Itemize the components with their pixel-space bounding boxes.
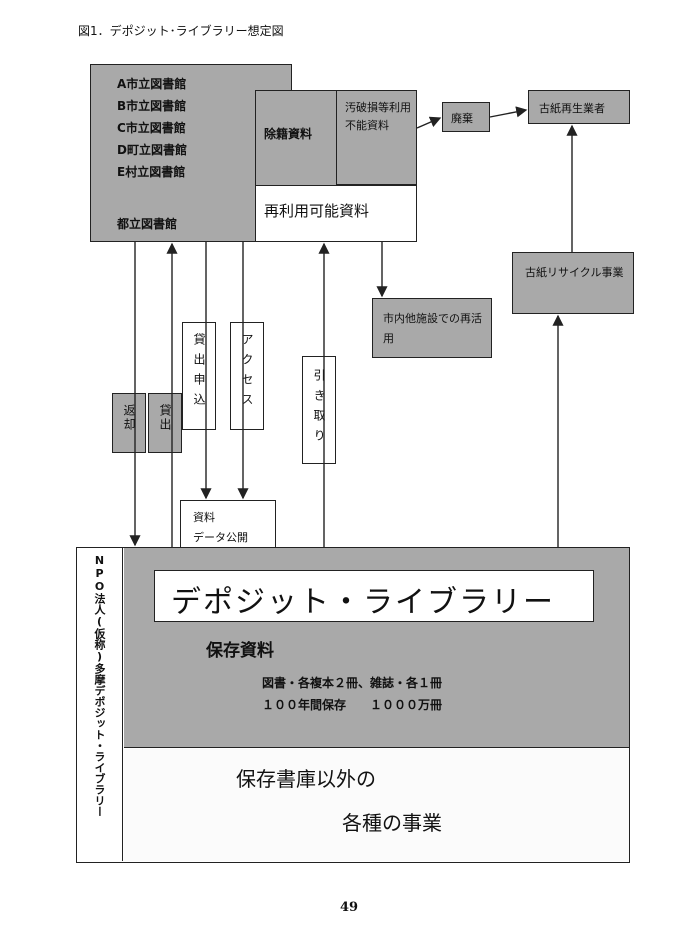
reuse-label: 市内他施設での再活用 — [383, 312, 482, 345]
metro-library: 都立図書館 — [117, 217, 178, 231]
reusable-box: 再利用可能資料 — [256, 185, 416, 241]
library-item: B市立図書館 — [117, 99, 187, 113]
recycler-label: 古紙再生業者 — [539, 102, 605, 115]
loan-request-box: 貸出申込 — [182, 322, 216, 430]
recycler-box: 古紙再生業者 — [528, 90, 630, 124]
other-projects-line2: 各種の事業 — [342, 811, 442, 835]
reuse-box: 市内他施設での再活用 — [372, 298, 492, 358]
damaged-box: 汚破損等利用不能資料 — [336, 91, 416, 185]
data-line2: データ公開 — [193, 531, 248, 544]
npo-box: NPO法人(仮称)多摩デポジット・ライブラリー デポジット・ライブラリー 保存資… — [76, 547, 630, 863]
npo-org-label: NPO法人(仮称)多摩デポジット・ライブラリー — [93, 554, 106, 817]
arrow-disposal-to-recycler — [489, 106, 528, 118]
storage-detail1: 図書・各複本２冊、雑誌・各１冊 — [262, 676, 443, 690]
storage-detail2: １００年間保存 １０００万冊 — [262, 698, 443, 712]
data-publication-box: 資料 データ公開 — [180, 500, 276, 552]
pickup-box: 引き取り — [302, 356, 336, 464]
deposit-title: デポジット・ライブラリー — [171, 585, 555, 620]
library-item: C市立図書館 — [117, 121, 186, 135]
disposal-box: 廃棄 — [442, 102, 490, 132]
pickup-label: 引き取り — [312, 369, 326, 449]
library-item: D町立図書館 — [117, 143, 187, 157]
damaged-label: 汚破損等利用不能資料 — [345, 101, 411, 132]
removal-box: 除籍資料 汚破損等利用不能資料 再利用可能資料 — [255, 90, 417, 242]
recycle-project-label: 古紙リサイクル事業 — [525, 266, 624, 279]
removal-label: 除籍資料 — [264, 127, 313, 141]
arrow-damaged-to-disposal — [416, 116, 442, 129]
reusable-label: 再利用可能資料 — [264, 202, 370, 220]
other-projects-section: 保存書庫以外の 各種の事業 — [124, 749, 629, 861]
lend-flow-box: 貸出 — [148, 393, 182, 453]
page-number: 49 — [340, 900, 359, 915]
npo-side-column: NPO法人(仮称)多摩デポジット・ライブラリー — [77, 548, 123, 861]
library-item: A市立図書館 — [117, 77, 187, 91]
lend-flow-label: 貸出 — [158, 404, 172, 432]
return-flow-box: 返却 — [112, 393, 146, 453]
loan-request-label: 貸出申込 — [192, 333, 206, 413]
figure-caption: 図1．デポジット･ライブラリー想定図 — [78, 24, 284, 38]
other-projects-line1: 保存書庫以外の — [236, 767, 376, 791]
disposal-label: 廃棄 — [451, 112, 473, 125]
recycle-project-box: 古紙リサイクル事業 — [512, 252, 634, 314]
deposit-title-box: デポジット・ライブラリー — [154, 570, 594, 622]
return-flow-label: 返却 — [122, 404, 136, 432]
storage-label: 保存資料 — [206, 641, 274, 661]
storage-section: デポジット・ライブラリー 保存資料 図書・各複本２冊、雑誌・各１冊 １００年間保… — [124, 548, 629, 748]
data-line1: 資料 — [193, 511, 215, 524]
library-list: A市立図書館 B市立図書館 C市立図書館 D町立図書館 E村立図書館 — [117, 73, 187, 183]
library-item: E村立図書館 — [117, 165, 186, 179]
